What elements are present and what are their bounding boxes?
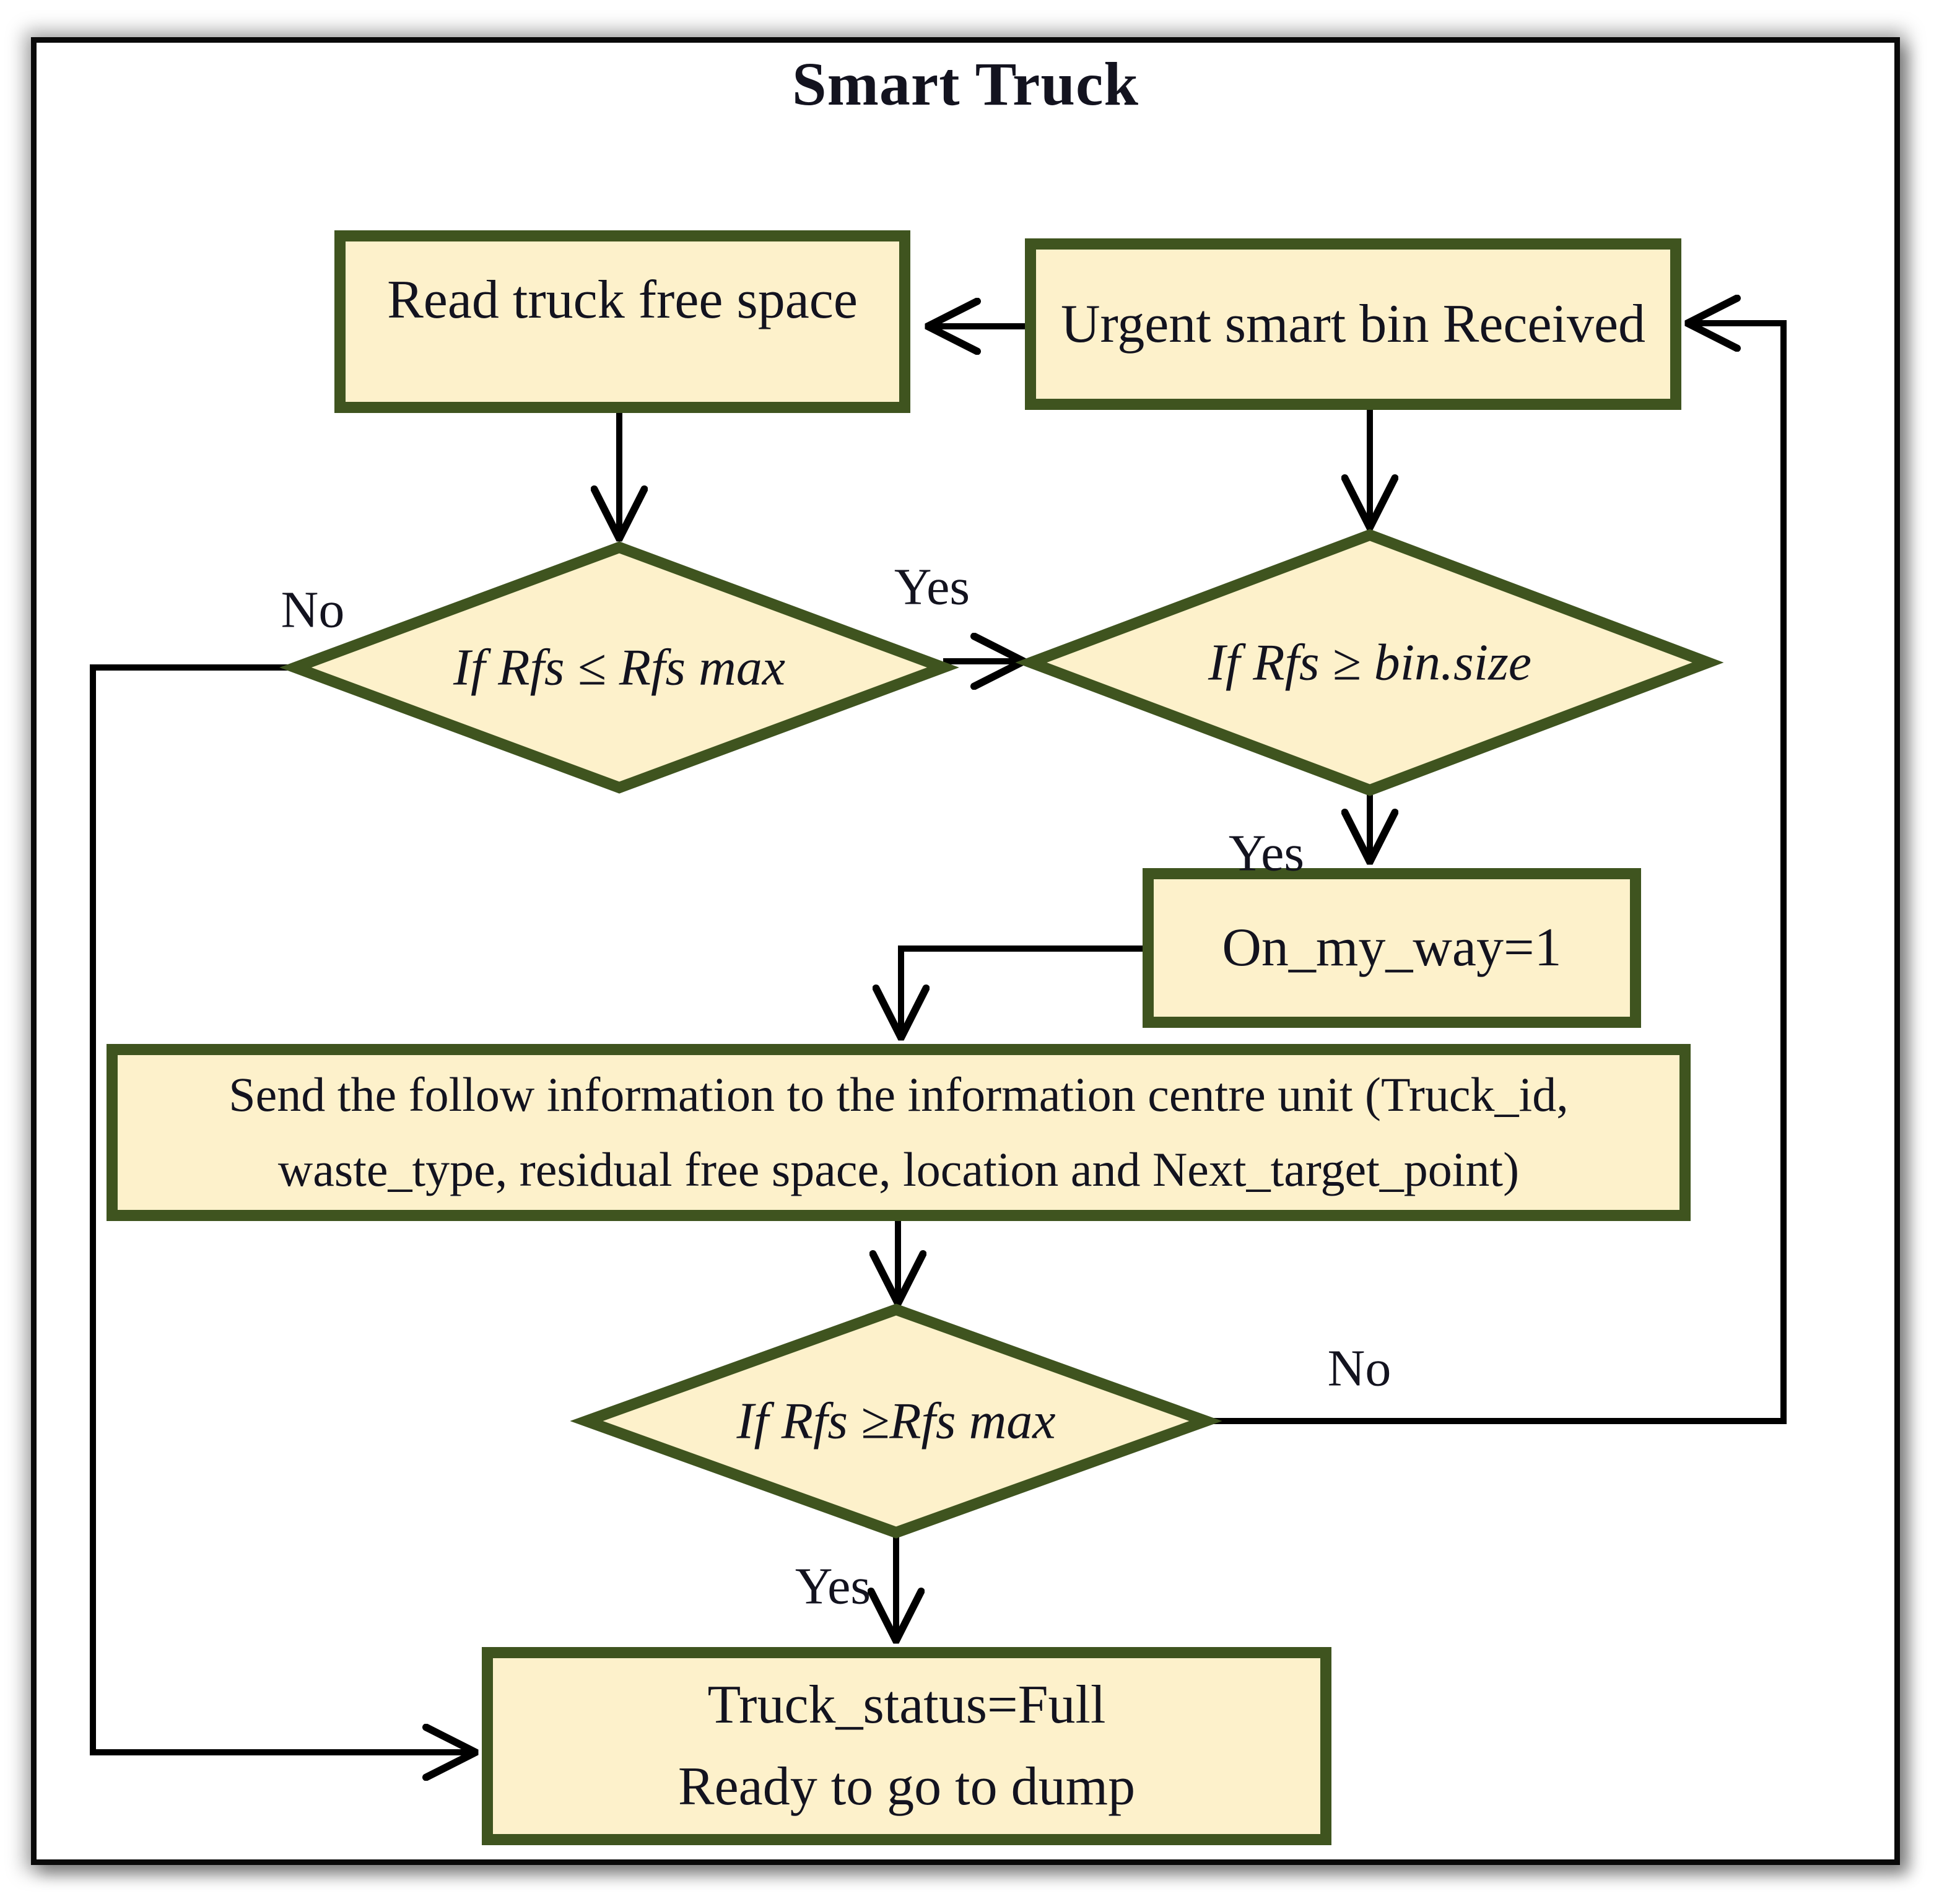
process-truck-status-full: Truck_status=Full Ready to go to dump — [482, 1647, 1331, 1845]
process-label-line2: waste_type, residual free space, locatio… — [277, 1142, 1520, 1196]
process-urgent-smart-bin-received: Urgent smart bin Received — [1025, 238, 1681, 410]
process-on-my-way: On_my_way=1 — [1143, 868, 1641, 1028]
edge-label-yes-between: Yes — [894, 558, 970, 616]
decision-rfs-ge-binsize-label: If Rfs ≥ bin.size — [1208, 633, 1532, 692]
process-label-line1: Truck_status=Full — [707, 1675, 1106, 1735]
edge-label-no-left: No — [281, 581, 345, 639]
process-label: Urgent smart bin Received — [1060, 293, 1646, 354]
process-label: Read truck free space — [387, 269, 858, 330]
decision-rfs-le-max-shape — [279, 541, 959, 794]
edge-onmyway-to-send — [901, 945, 1143, 1038]
decision-rfs-ge-max-label: If Rfs ≥Rfs max — [736, 1392, 1056, 1450]
process-label-line2: Ready to go to dump — [677, 1757, 1136, 1817]
process-label-line1: Send the follow information to the infor… — [229, 1067, 1569, 1122]
diagram-title: Smart Truck — [791, 50, 1139, 118]
decision-rfs-ge-max-shape — [570, 1303, 1222, 1539]
edge-label-yes-full: Yes — [795, 1557, 871, 1615]
edge-label-yes-onmyway: Yes — [1228, 824, 1305, 882]
decision-rfs-le-max-label: If Rfs ≤ Rfs max — [453, 638, 786, 697]
edge-label-no-right: No — [1327, 1339, 1392, 1398]
edge-decision3-no-to-urgent — [1206, 323, 1787, 1424]
process-send-information: Send the follow information to the infor… — [107, 1044, 1691, 1221]
edge-decision1-no-to-full — [90, 664, 476, 1752]
decision-rfs-ge-binsize-shape — [1015, 529, 1724, 796]
process-read-truck-free-space: Read truck free space — [334, 230, 910, 413]
process-label: On_my_way=1 — [1222, 918, 1562, 978]
